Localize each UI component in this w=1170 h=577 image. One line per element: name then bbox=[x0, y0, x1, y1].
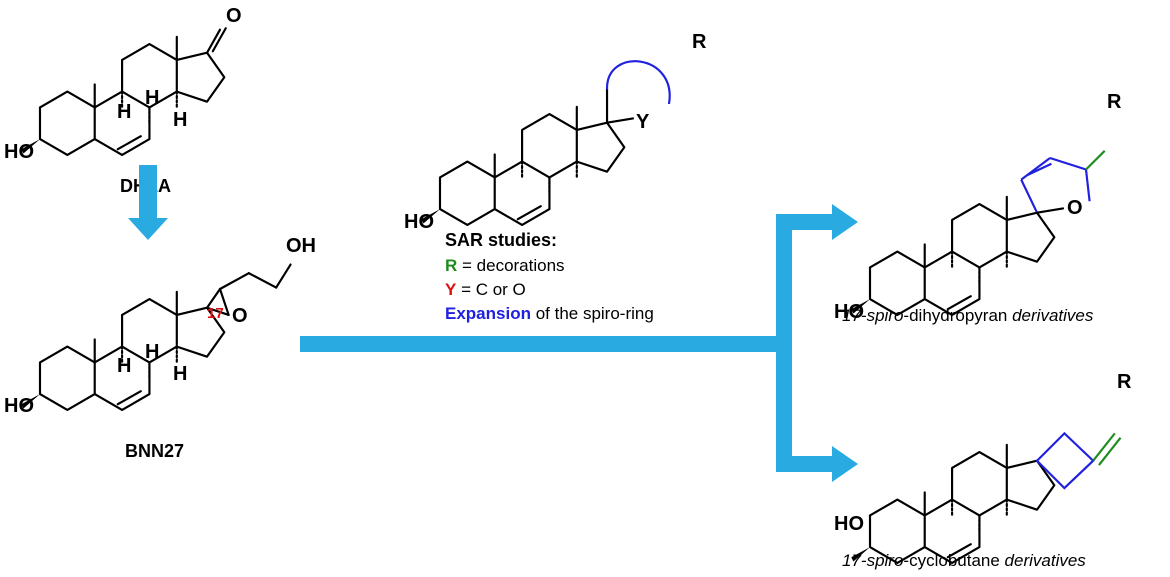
bnn27-h9: H bbox=[145, 341, 159, 363]
dhea-h9: H bbox=[145, 87, 159, 109]
sar-expansion-line: Expansion of the spiro-ring bbox=[445, 304, 654, 323]
dihydropyran-structure bbox=[850, 150, 1106, 317]
cyclobutane-caption: 17-spiro-cyclobutane derivatives bbox=[842, 551, 1086, 570]
dihydropyran-middle: -dihydropyran bbox=[903, 306, 1012, 325]
cyclobutane-suffix: derivatives bbox=[1005, 551, 1087, 570]
dihydropyran-suffix: derivatives bbox=[1012, 306, 1094, 325]
sar-expansion-word: Expansion bbox=[445, 304, 531, 323]
bnn27-ho: HO bbox=[4, 395, 34, 417]
dihydropyran-ho: HO bbox=[834, 301, 864, 323]
branch-arrow bbox=[300, 204, 858, 482]
bnn27-label: BNN27 bbox=[125, 441, 184, 461]
sar-y-line: Y = C or O bbox=[445, 280, 526, 299]
sar-ho: HO bbox=[404, 211, 434, 233]
bnn27-structure bbox=[20, 263, 292, 412]
dhea-structure bbox=[20, 27, 227, 157]
dhea-ho: HO bbox=[4, 141, 34, 163]
sar-r-symbol: R bbox=[445, 256, 457, 275]
sar-title: SAR studies: bbox=[445, 230, 557, 250]
cyclobutane-r: R bbox=[1117, 371, 1132, 393]
cyclobutane-prefix: 17-spiro bbox=[842, 551, 903, 570]
bnn27-h14: H bbox=[173, 363, 187, 385]
dihydropyran-o: O bbox=[1067, 197, 1083, 219]
cyclobutane-structure bbox=[850, 431, 1122, 565]
sar-expansion-text: of the spiro-ring bbox=[531, 304, 654, 323]
cyclobutane-ho: HO bbox=[834, 513, 864, 535]
sar-y-atom: Y bbox=[636, 111, 650, 133]
sar-y-symbol: Y bbox=[445, 280, 457, 299]
sar-r-group: R bbox=[692, 31, 707, 53]
bnn27-h8: H bbox=[117, 355, 131, 377]
sar-structure bbox=[420, 60, 671, 227]
dhea-ketone-o: O bbox=[226, 5, 242, 27]
down-arrow bbox=[128, 165, 168, 240]
dihydropyran-r: R bbox=[1107, 91, 1122, 113]
sar-r-line: R = decorations bbox=[445, 256, 565, 275]
dihydropyran-prefix: 17-spiro bbox=[842, 306, 903, 325]
sar-r-text: = decorations bbox=[457, 256, 564, 275]
bnn27-epoxide-o: O bbox=[232, 305, 248, 327]
dihydropyran-caption: 17-spiro-dihydropyran derivatives bbox=[842, 306, 1094, 325]
cyclobutane-middle: -cyclobutane bbox=[903, 551, 1004, 570]
bnn27-oh: OH bbox=[286, 235, 316, 257]
sar-y-text: = C or O bbox=[456, 280, 525, 299]
bnn27-position-17: 17 bbox=[207, 305, 224, 322]
dhea-h8: H bbox=[117, 101, 131, 123]
dhea-h14: H bbox=[173, 109, 187, 131]
